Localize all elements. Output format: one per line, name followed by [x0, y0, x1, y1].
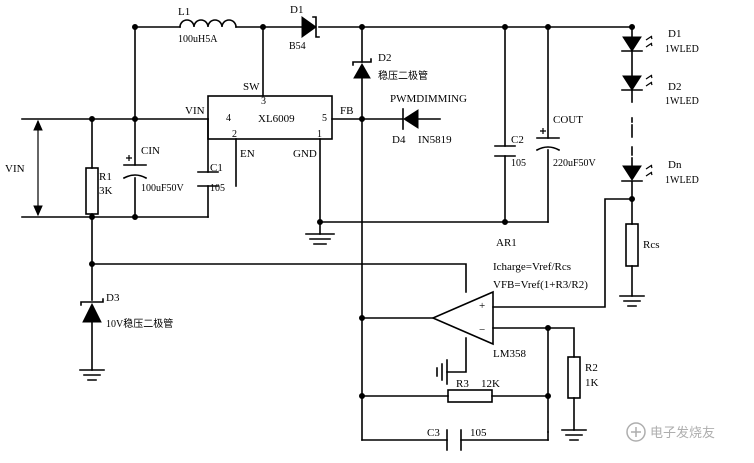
capacitor-c3: [446, 429, 462, 451]
zener-d2: [352, 58, 372, 79]
pin1-label: 1: [317, 129, 322, 140]
capacitor-cin: [122, 155, 148, 180]
l1-value: 100uH5A: [178, 34, 218, 45]
resistor-rcs: [625, 223, 639, 267]
ground-icon-opamp: [436, 359, 448, 385]
zener-d3: [80, 298, 104, 323]
watermark-text: 电子发烧友: [650, 425, 715, 441]
pin4-label: 4: [226, 113, 231, 124]
led-dn: [621, 164, 653, 182]
c2-label: C2: [511, 134, 524, 146]
pin5-label: 5: [322, 113, 327, 124]
cout-label: COUT: [553, 114, 583, 126]
pwm-label: PWMDIMMING: [390, 93, 467, 105]
gnd-label: GND: [293, 148, 317, 160]
r1-label: R1: [99, 171, 112, 183]
vin-arrow: [33, 119, 43, 217]
c1-label: C1: [210, 162, 223, 174]
ground-icon-ic: [305, 233, 335, 245]
diode-d1: [301, 16, 320, 38]
resistor-r2: [567, 356, 581, 399]
d2-label: D2: [378, 52, 391, 64]
d1-label: D1: [290, 4, 303, 16]
opamp-label: LM358: [493, 348, 527, 360]
pin2-label: 2: [232, 129, 237, 140]
cout-value: 220uF50V: [553, 158, 597, 169]
equation-vfb: VFB=Vref(1+R3/R2): [493, 279, 588, 291]
r3-label: R3: [456, 378, 469, 390]
d4-label: D4: [392, 134, 406, 146]
ledn-value: 1WLED: [665, 175, 699, 186]
opamp-minus: −: [479, 324, 485, 336]
ic-xl6009: [207, 95, 333, 140]
junction-dots: [89, 24, 635, 399]
led2-label: D2: [668, 81, 681, 93]
watermark: 电子发烧友: [626, 422, 715, 442]
r3-value: 12K: [481, 378, 500, 390]
fb-label: FB: [340, 105, 353, 117]
vin-pin-label: VIN: [185, 105, 205, 117]
resistor-r3: [447, 389, 493, 403]
ground-icon-rcs: [619, 295, 645, 307]
ic-label: XL6009: [258, 113, 295, 125]
cin-value: 100uF50V: [141, 183, 185, 194]
en-label: EN: [240, 148, 255, 160]
vin-label: VIN: [5, 163, 25, 175]
c1-value: 105: [210, 183, 225, 194]
r2-label: R2: [585, 362, 598, 374]
r1-value: 3K: [99, 185, 113, 197]
inductor-l1: [179, 19, 237, 28]
led-d1: [621, 35, 653, 52]
diode-d4: [402, 108, 419, 130]
labels: L1 100uH5A D1 B54 D2 稳压二极管 SW 3 VIN 4 2 …: [5, 4, 699, 439]
c3-label: C3: [427, 427, 440, 439]
led-d2: [621, 74, 653, 91]
r2-value: 1K: [585, 377, 599, 389]
sw-label: SW: [243, 81, 260, 93]
ledn-label: Dn: [668, 159, 682, 171]
resistor-r1: [85, 167, 99, 215]
capacitor-c2: [494, 145, 516, 157]
led1-value: 1WLED: [665, 44, 699, 55]
led2-value: 1WLED: [665, 96, 699, 107]
cin-label: CIN: [141, 145, 160, 157]
d1-value: B54: [289, 41, 306, 52]
ground-icon-d3: [79, 369, 105, 381]
d2-desc: 稳压二极管: [378, 69, 428, 82]
d4-value: IN5819: [418, 134, 452, 146]
rcs-label: Rcs: [643, 239, 660, 251]
ground-icon-r2: [561, 429, 587, 441]
capacitor-c1: [197, 171, 219, 187]
opamp-plus: +: [479, 300, 485, 312]
wires: [21, 26, 633, 441]
capacitor-cout: [535, 128, 561, 152]
d3-label: D3: [106, 292, 120, 304]
c3-value: 105: [470, 427, 487, 439]
c2-value: 105: [511, 158, 526, 169]
equation-icharge: Icharge=Vref/Rcs: [493, 261, 571, 273]
led1-label: D1: [668, 28, 681, 40]
l1-label: L1: [178, 6, 190, 18]
d3-desc: 10V稳压二极管: [106, 317, 173, 330]
opamp-lm358: [430, 290, 494, 346]
pin3-label: 3: [261, 96, 266, 107]
ar1-label: AR1: [496, 237, 517, 249]
